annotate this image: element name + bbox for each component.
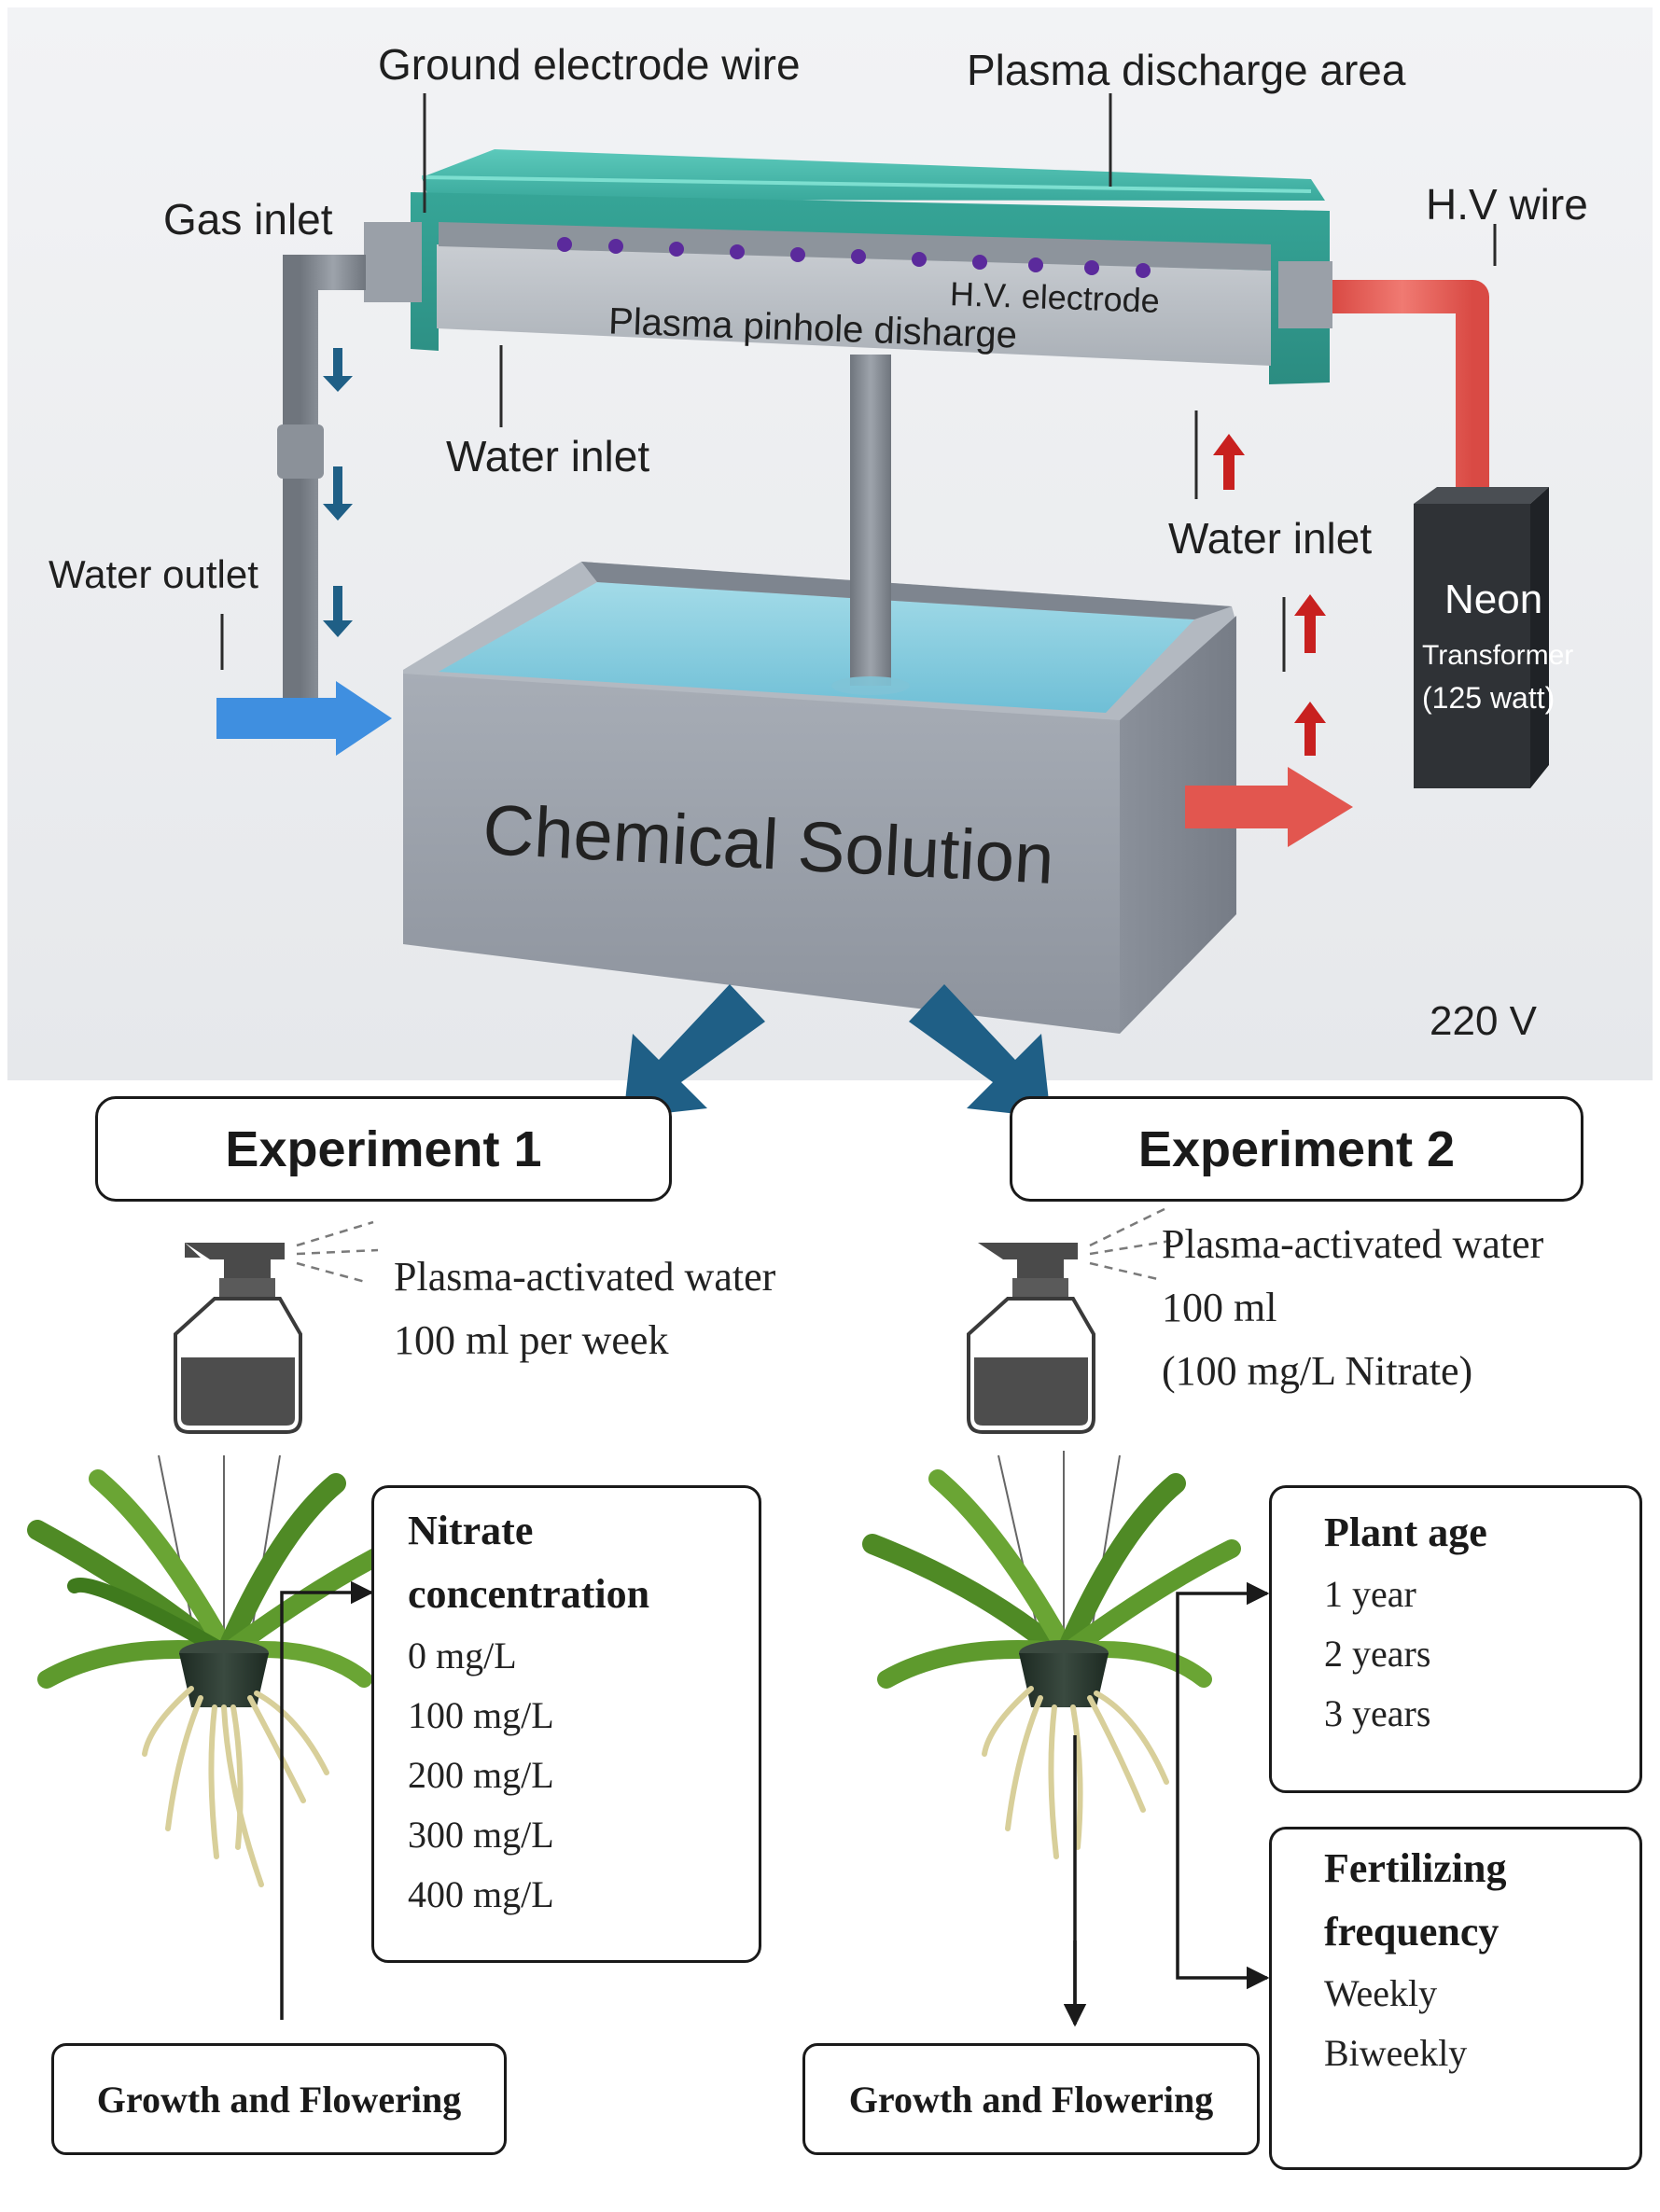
nitrate-level: 0 mg/L: [408, 1635, 517, 1676]
freq-title-line2: frequency: [1324, 1909, 1500, 1955]
down-flow-arrows: [323, 348, 353, 637]
hv-pipe-top: [1332, 280, 1489, 499]
nitrate-concentration-box: Nitrate concentration 0 mg/L 100 mg/L 20…: [371, 1485, 761, 1963]
plant-age-level: 1 year: [1324, 1573, 1416, 1615]
fertilizing-frequency-box: Fertilizing frequency Weekly Biweekly: [1269, 1827, 1642, 2170]
experiment-1-header: Experiment 1: [95, 1096, 672, 1202]
plant-age-level: 3 years: [1324, 1692, 1431, 1734]
up-flow-arrows: [1213, 434, 1326, 756]
neon-transformer: [1414, 487, 1549, 788]
support-column: [850, 355, 891, 686]
connector-arrows: [280, 1580, 1270, 2027]
nitrate-level: 400 mg/L: [408, 1873, 554, 1915]
plant-age-title: Plant age: [1324, 1509, 1487, 1555]
plasma-reactor: [411, 149, 1330, 384]
label-transformer: Transformer: [1422, 640, 1574, 671]
exp2-spray-line-3: (100 mg/L Nitrate): [1162, 1348, 1473, 1394]
exp1-outcome-box: Growth and Flowering: [51, 2043, 507, 2155]
orchid-plant-icon: [27, 1454, 401, 1887]
spray-bottle-icon: [967, 1206, 1172, 1434]
chemical-tank: [403, 562, 1236, 1034]
label-water-inlet-right: Water inlet: [1168, 514, 1373, 563]
freq-level: Biweekly: [1324, 2032, 1468, 2074]
water-outlet-arrow: [216, 681, 392, 756]
flow-arrow-to-exp1: [623, 984, 765, 1118]
gas-pipe: [283, 255, 366, 709]
label-water-outlet: Water outlet: [49, 552, 258, 596]
plasma-dots: [557, 237, 1151, 278]
exp1-spray-line-1: Plasma-activated water: [394, 1254, 776, 1300]
spray-bottle-icon: [174, 1220, 379, 1434]
exp2-outcome-box: Growth and Flowering: [802, 2043, 1260, 2155]
label-220v: 220 V: [1430, 998, 1537, 1044]
label-transformer-watt: (125 watt): [1422, 681, 1555, 715]
plant-age-box: Plant age 1 year 2 years 3 years: [1269, 1485, 1642, 1793]
label-water-inlet-left: Water inlet: [446, 432, 650, 480]
label-gas-inlet: Gas inlet: [163, 195, 333, 243]
label-plasma-discharge-area: Plasma discharge area: [967, 46, 1406, 94]
nitrate-box-title-line1: Nitrate: [408, 1508, 534, 1553]
exp1-spray-line-2: 100 ml per week: [394, 1317, 669, 1363]
gas-inlet-stub: [364, 222, 422, 302]
flow-arrow-to-exp2: [909, 984, 1051, 1118]
freq-title-line1: Fertilizing: [1324, 1845, 1507, 1891]
water-return-arrow: [1185, 767, 1353, 847]
label-ground-electrode-wire: Ground electrode wire: [378, 40, 801, 89]
nitrate-box-title-line2: concentration: [408, 1571, 650, 1617]
nitrate-level: 300 mg/L: [408, 1814, 554, 1856]
hv-connector: [1278, 261, 1332, 328]
label-neon: Neon: [1444, 577, 1543, 622]
label-hv-wire: H.V wire: [1426, 180, 1588, 229]
nitrate-level: 100 mg/L: [408, 1694, 554, 1736]
orchid-plant-icon: [862, 1451, 1241, 1859]
experiment-2-header: Experiment 2: [1010, 1096, 1583, 1202]
exp2-spray-line-2: 100 ml: [1162, 1285, 1277, 1330]
leader-lines: [220, 93, 1497, 672]
freq-level: Weekly: [1324, 1972, 1438, 2014]
nitrate-level: 200 mg/L: [408, 1754, 554, 1796]
plant-age-level: 2 years: [1324, 1633, 1431, 1675]
exp2-spray-line-1: Plasma-activated water: [1162, 1221, 1544, 1267]
